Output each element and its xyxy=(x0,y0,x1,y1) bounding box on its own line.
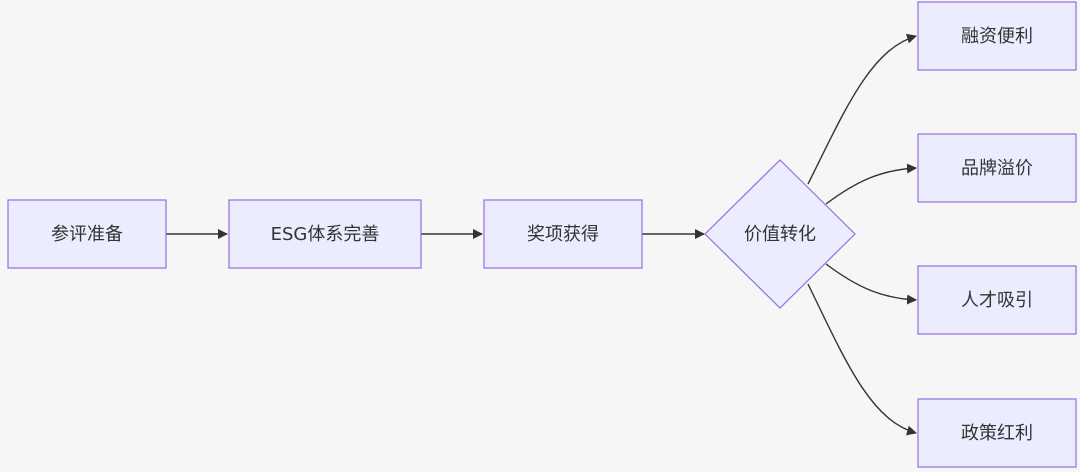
node-prepare-box xyxy=(7,199,167,269)
node-brand-label: 品牌溢价 xyxy=(961,158,1033,179)
node-value-transform: 价值转化 xyxy=(704,159,856,309)
node-policy-label: 政策红利 xyxy=(961,423,1033,444)
node-talent-label: 人才吸引 xyxy=(961,290,1033,311)
node-talent-box xyxy=(917,265,1077,335)
edge-value-to-talent xyxy=(825,263,917,305)
edge-value-to-policy xyxy=(807,283,917,436)
node-award-box xyxy=(483,199,643,269)
node-esg-system-label: ESG体系完善 xyxy=(271,224,380,245)
node-financing-label: 融资便利 xyxy=(961,26,1033,47)
node-talent: 人才吸引 xyxy=(917,265,1077,335)
edge-value-to-financing xyxy=(807,33,917,185)
node-policy-box xyxy=(917,398,1077,468)
node-value-transform-label: 价值转化 xyxy=(744,224,816,245)
edge-value-to-brand xyxy=(825,163,917,205)
node-esg-system-box xyxy=(228,199,422,269)
node-award: 奖项获得 xyxy=(483,199,643,269)
node-policy: 政策红利 xyxy=(917,398,1077,468)
node-brand: 品牌溢价 xyxy=(917,133,1077,203)
node-award-label: 奖项获得 xyxy=(527,224,599,245)
node-esg-system: ESG体系完善 xyxy=(228,199,422,269)
node-financing: 融资便利 xyxy=(917,1,1077,71)
node-value-transform-shape xyxy=(704,159,856,309)
node-prepare: 参评准备 xyxy=(7,199,167,269)
node-brand-box xyxy=(917,133,1077,203)
node-financing-box xyxy=(917,1,1077,71)
node-prepare-label: 参评准备 xyxy=(51,224,123,245)
